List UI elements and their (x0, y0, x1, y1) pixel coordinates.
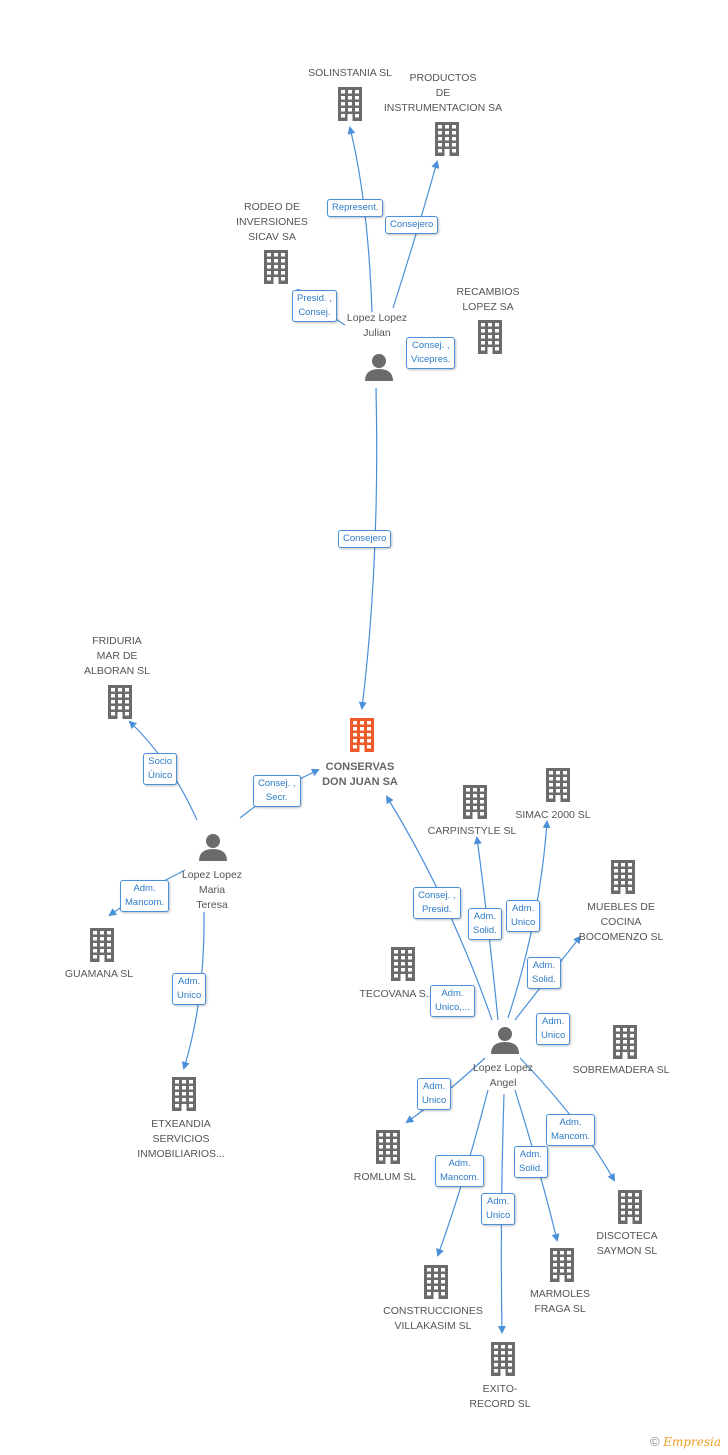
building-icon (262, 250, 290, 284)
relation-badge[interactable]: Adm. Solid. (514, 1146, 548, 1178)
company-label-friduria: FRIDURIA MAR DE ALBORAN SL (84, 635, 150, 677)
relation-badge[interactable]: Consej. , Presid. (413, 887, 461, 919)
footer: © Empresia (650, 1434, 721, 1449)
relation-badge[interactable]: Adm. Solid. (468, 908, 502, 940)
person-label-julian: Lopez Lopez Julian (346, 312, 408, 339)
building-icon (374, 1130, 402, 1164)
company-label-solinstania: SOLINSTANIA SL (308, 67, 392, 79)
company-label-exito: EXITO- RECORD SL (469, 1383, 531, 1410)
edge-julian-solinstania (347, 126, 373, 313)
edge-julian-center (358, 387, 378, 710)
building-icon (336, 87, 364, 121)
relation-badge[interactable]: Adm. Solid. (527, 957, 561, 989)
building-icon (422, 1265, 450, 1299)
company-label-rodeo: RODEO DE INVERSIONES SICAV SA (236, 201, 308, 243)
relation-badge[interactable]: Presid. , Consej. (292, 290, 337, 322)
relation-badge[interactable]: Adm. Mancom. (120, 880, 170, 912)
building-icon (106, 685, 134, 719)
brand-logo[interactable]: Empresia (663, 1435, 722, 1449)
building-icon (611, 1025, 639, 1059)
relation-badge[interactable]: Consejero (338, 530, 392, 548)
copyright-mark: © (650, 1434, 660, 1449)
company-label-productos: PRODUCTOS DE INSTRUMENTACION SA (383, 72, 503, 114)
building-icon (616, 1190, 644, 1224)
building-icon (461, 785, 489, 819)
relation-badge[interactable]: Adm. Unico,... (430, 985, 475, 1017)
company-label-sobremadera: SOBREMADERA SL (572, 1064, 670, 1076)
person-icon (199, 834, 227, 861)
building-icon (88, 928, 116, 962)
company-label-guamana: GUAMANA SL (64, 968, 134, 980)
company-label-muebles: MUEBLES DE COCINA BOCOMENZO SL (578, 901, 664, 943)
building-icon (389, 947, 417, 981)
building-icon (609, 860, 637, 894)
company-label-etxeandia: ETXEANDIA SERVICIOS INMOBILIARIOS... (137, 1118, 225, 1160)
company-label-romlum: ROMLUM SL (353, 1171, 417, 1183)
building-icon (476, 320, 504, 354)
building-icon (170, 1077, 198, 1111)
relation-badge[interactable]: Adm. Mancom. (435, 1155, 485, 1187)
company-label-recambios: RECAMBIOS LOPEZ SA (456, 286, 520, 313)
relation-badge[interactable]: Adm. Unico (481, 1193, 516, 1225)
person-label-maria: Lopez Lopez Maria Teresa (181, 869, 243, 911)
relation-badge[interactable]: Consej. , Vicepres. (406, 337, 456, 369)
building-icon (489, 1342, 517, 1376)
person-icon (365, 354, 393, 381)
relation-badge[interactable]: Adm. Unico (417, 1078, 452, 1110)
relation-badge[interactable]: Represent. (327, 199, 384, 217)
relation-badge[interactable]: Consej. , Secr. (253, 775, 301, 807)
relation-badge[interactable]: Adm. Unico (506, 900, 541, 932)
building-icon (433, 122, 461, 156)
building-icon (544, 768, 572, 802)
company-label-construcciones: CONSTRUCCIONES VILLAKASIM SL (383, 1305, 483, 1332)
building-icon (348, 718, 376, 752)
company-label-center: CONSERVAS DON JUAN SA (322, 761, 398, 788)
company-label-discoteca: DISCOTECA SAYMON SL (596, 1230, 658, 1257)
person-icon (491, 1027, 519, 1054)
relation-badge[interactable]: Adm. Mancom. (546, 1114, 596, 1146)
building-icon (548, 1248, 576, 1282)
company-label-simac: SIMAC 2000 SL (515, 809, 591, 821)
relation-badge[interactable]: Adm. Unico (536, 1013, 571, 1045)
person-label-angel: Lopez Lopez Angel (472, 1062, 534, 1089)
relation-badge[interactable]: Socio Único (143, 753, 178, 785)
company-label-marmoles: MARMOLES FRAGA SL (529, 1288, 591, 1315)
relation-badge[interactable]: Adm. Unico (172, 973, 207, 1005)
relation-badge[interactable]: Consejero (385, 216, 439, 234)
company-label-carpinstyle: CARPINSTYLE SL (427, 825, 517, 837)
